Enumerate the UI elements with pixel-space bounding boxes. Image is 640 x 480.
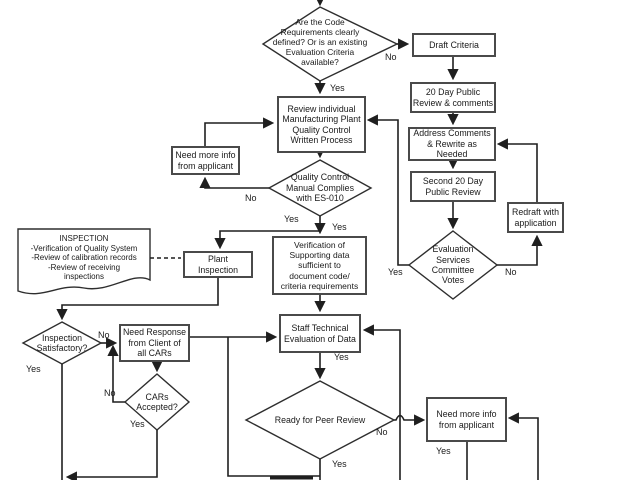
node-need-info-top: Need more info from applicant — [171, 146, 240, 175]
qc-manual-decision-shape — [267, 159, 373, 217]
edge-label-qc-yes-left: Yes — [284, 214, 299, 224]
node-address-comments: Address Comments & Rewrite as Needed — [408, 127, 496, 161]
node-need-info-bottom: Need more info from applicant — [426, 397, 507, 442]
inspection-decision-shape — [21, 321, 103, 365]
edge-committee-yes-to-review-box — [366, 114, 409, 266]
edge-plant-to-inspection — [56, 278, 219, 321]
edge-feed-into-needinfo-right — [507, 412, 539, 480]
committee-decision-shape — [407, 230, 499, 300]
edge-label-start-yes: Yes — [330, 83, 345, 93]
edge-label-start-no: No — [385, 52, 397, 62]
edge-label-insp-yes: Yes — [26, 364, 41, 374]
node-staff-evaluation: Staff Technical Evaluation of Data — [279, 314, 361, 353]
inspection-document-shape — [17, 228, 151, 295]
edge-label-qc-no: No — [245, 193, 257, 203]
edge-label-staff-yes: Yes — [334, 352, 349, 362]
node-redraft-with-application: Redraft with application — [507, 202, 564, 233]
edge-cars-no-loop — [107, 344, 125, 403]
edge-label-committee-no: No — [505, 267, 517, 277]
node-need-response-cars: Need Response from Client of all CARs — [119, 324, 190, 362]
edge-label-cars-yes: Yes — [130, 419, 145, 429]
edge-committee-no-to-redraft — [497, 234, 543, 266]
node-20day-public-review: 20 Day Public Review & comments — [410, 82, 496, 113]
node-review-plant-process: Review individual Manufacturing Plant Qu… — [277, 96, 366, 153]
edge-qc-no-to-needinfo — [199, 176, 269, 189]
edge-label-needinfo-yes: Yes — [436, 446, 451, 456]
ready-peer-decision-shape — [244, 380, 396, 460]
node-draft-criteria: Draft Criteria — [412, 33, 496, 57]
edge-label-insp-no: No — [98, 330, 110, 340]
node-plant-inspection: Plant Inspection — [183, 251, 253, 278]
edge-cars-yes-merge — [65, 430, 158, 480]
edge-branch-to-plant — [214, 230, 320, 250]
edge-label-committee-yes: Yes — [388, 267, 403, 277]
edge-label-ready-yes: Yes — [332, 459, 347, 469]
edge-label-cars-no: No — [104, 388, 116, 398]
start-decision-shape — [261, 6, 399, 82]
edge-label-qc-yes-right: Yes — [332, 222, 347, 232]
edge-ready-no-bridge — [394, 414, 426, 426]
edge-redraft-to-address — [496, 138, 538, 202]
edge-branch-down-offscreen — [227, 337, 320, 477]
node-second-20day-review: Second 20 Day Public Review — [410, 171, 496, 202]
edge-needinfo-to-reviewbox — [204, 117, 275, 146]
node-verification-data: Verification of Supporting data sufficie… — [272, 236, 367, 295]
edge-feed-into-staff-right — [362, 324, 401, 480]
edge-label-ready-no: No — [376, 427, 388, 437]
